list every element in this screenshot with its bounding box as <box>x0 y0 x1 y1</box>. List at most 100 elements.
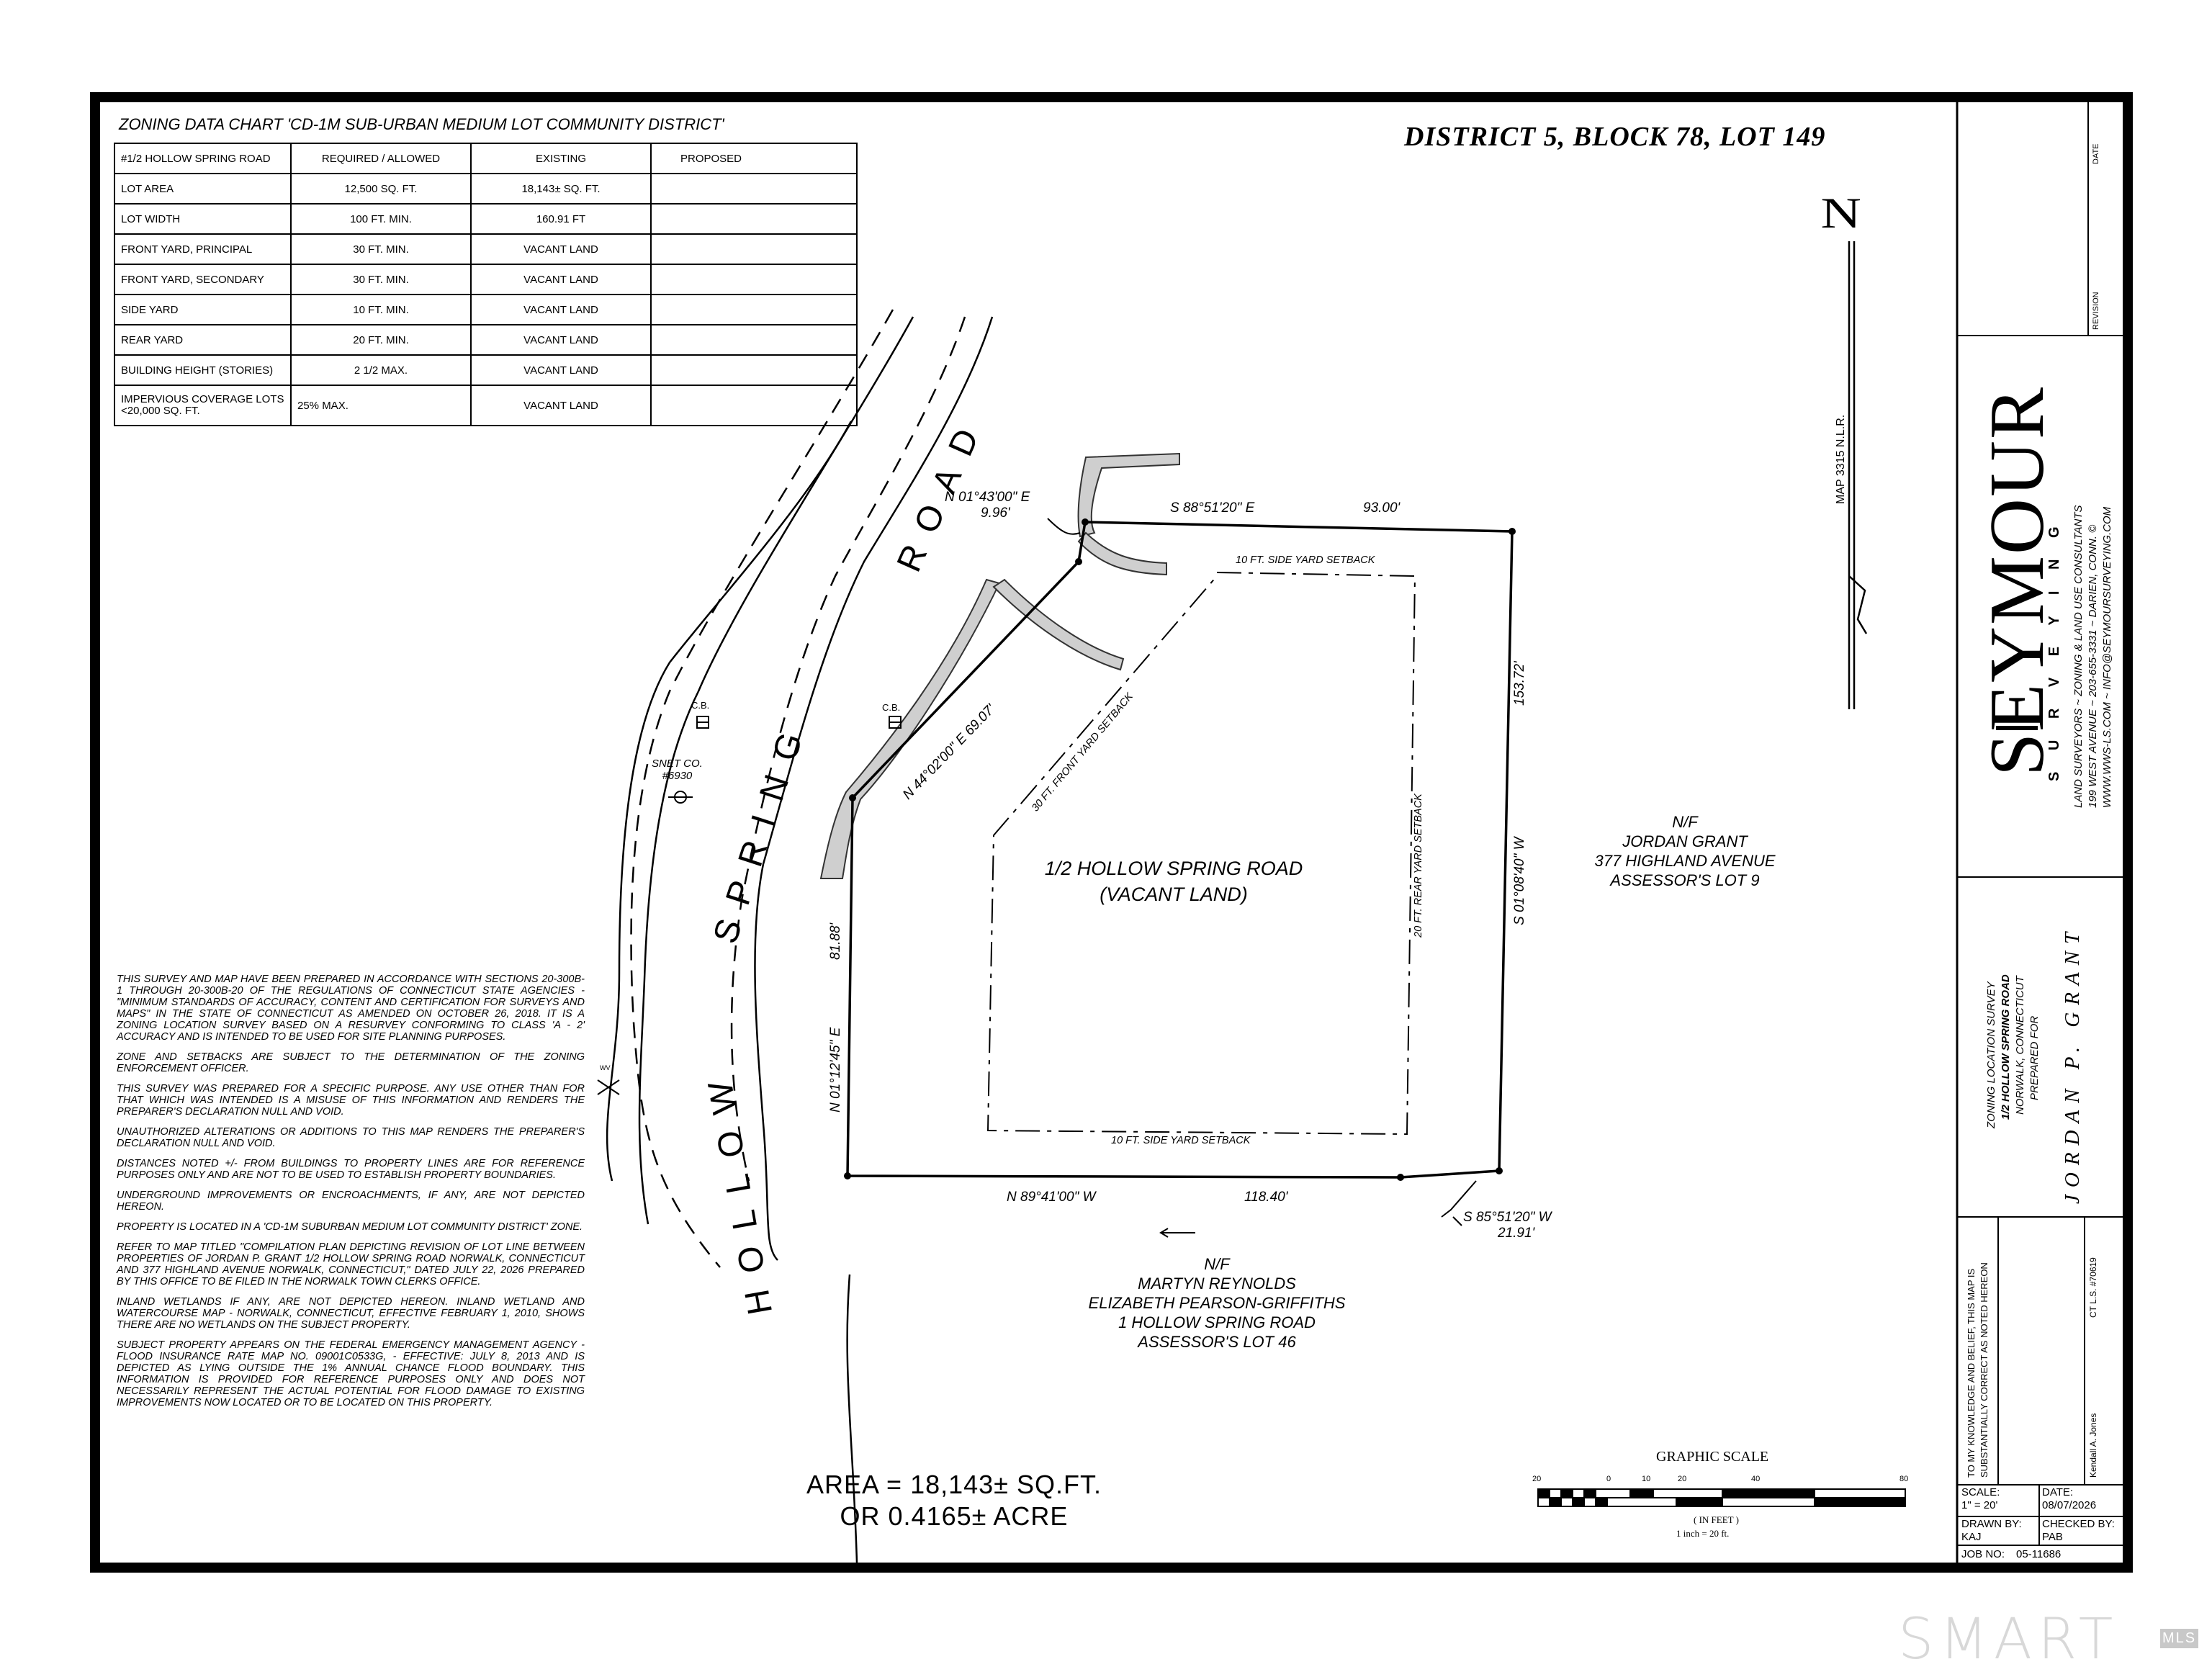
bearing-north-short-distance: 9.96' <box>981 505 1010 521</box>
drawn-by-label: DRAWN BY: <box>1961 1518 2022 1530</box>
title-block-grid <box>1957 101 2128 1546</box>
surveyor-name: Kendall A. Jones <box>2088 1413 2098 1478</box>
table-cell: VACANT LAND <box>470 354 652 386</box>
table-header-cell: REQUIRED / ALLOWED <box>290 143 472 174</box>
area-sqft: AREA = 18,143± SQ.FT. <box>806 1470 1102 1499</box>
bearing-arrows <box>1159 1228 1195 1238</box>
table-row: LOT WIDTH 100 FT. MIN. 160.91 FT <box>114 203 858 235</box>
certification-line-1: TO MY KNOWLEDGE AND BELIEF, THIS MAP IS <box>1966 1268 1977 1478</box>
bearing-bottom: N 89°41'00" W <box>1007 1190 1096 1205</box>
table-row: FRONT YARD, SECONDARY 30 FT. MIN. VACANT… <box>114 264 858 295</box>
job-number-value: 05-11686 <box>2016 1548 2062 1560</box>
certification-line-2: SUBSTANTIALLY CORRECT AS NOTED HEREON <box>1979 1262 1990 1478</box>
scale-tick: 20 <box>1678 1475 1687 1483</box>
neighbor-south-line: ASSESSOR'S LOT 46 <box>1138 1333 1296 1351</box>
boundary-corners <box>844 518 1516 1181</box>
neighbor-south-line: MARTYN REYNOLDS <box>1138 1275 1296 1293</box>
snet-pole-label: SNET CO. #6930 <box>652 758 703 782</box>
survey-address: 1/2 HOLLOW SPRING ROAD <box>2000 974 2012 1120</box>
table-cell <box>650 354 858 386</box>
zoning-chart-title: ZONING DATA CHART 'CD-1M SUB-URBAN MEDIU… <box>119 115 724 133</box>
neighbor-east-line: JORDAN GRANT <box>1622 832 1748 850</box>
table-row: FRONT YARD, PRINCIPAL 30 FT. MIN. VACANT… <box>114 233 858 265</box>
note-paragraph: UNAUTHORIZED ALTERATIONS OR ADDITIONS TO… <box>117 1126 585 1149</box>
table-cell: VACANT LAND <box>470 294 652 325</box>
survey-city: NORWALK, CONNECTICUT <box>2014 976 2026 1115</box>
note-paragraph: DISTANCES NOTED +/- FROM BUILDINGS TO PR… <box>117 1158 585 1181</box>
scale-tick: 20 <box>1532 1475 1542 1483</box>
neighbor-east-line: N/F <box>1672 813 1698 831</box>
table-cell <box>650 233 858 265</box>
bearing-top: S 88°51'20" E <box>1170 500 1255 516</box>
parcel-status: (VACANT LAND) <box>1100 884 1248 905</box>
table-cell: VACANT LAND <box>470 264 652 295</box>
checked-by-label: CHECKED BY: <box>2042 1518 2115 1530</box>
table-cell: IMPERVIOUS COVERAGE LOTS <20,000 SQ. FT. <box>114 385 292 426</box>
note-paragraph: REFER TO MAP TITLED "COMPILATION PLAN DE… <box>117 1241 585 1287</box>
survey-notes: THIS SURVEY AND MAP HAVE BEEN PREPARED I… <box>117 974 585 1417</box>
client-name: JORDAN P. GRANT <box>2061 925 2084 1204</box>
parcel-label: 1/2 HOLLOW SPRING ROAD (VACANT LAND) <box>1030 855 1318 907</box>
graphic-scale-title: GRAPHIC SCALE <box>1656 1449 1769 1465</box>
bearing-bottom-distance: 118.40' <box>1244 1190 1288 1205</box>
table-cell: 25% MAX. <box>290 385 472 426</box>
smart-watermark: SMART <box>1898 1607 2119 1672</box>
table-cell: FRONT YARD, SECONDARY <box>114 264 292 295</box>
zoning-data-table: #1/2 HOLLOW SPRING ROAD REQUIRED / ALLOW… <box>114 143 858 426</box>
mls-watermark: MLS <box>2160 1629 2199 1648</box>
note-paragraph: THIS SURVEY AND MAP HAVE BEEN PREPARED I… <box>117 974 585 1043</box>
note-paragraph: UNDERGROUND IMPROVEMENTS OR ENCROACHMENT… <box>117 1190 585 1213</box>
neighbor-south-line: 1 HOLLOW SPRING ROAD <box>1118 1313 1316 1331</box>
table-cell: LOT AREA <box>114 173 292 204</box>
table-cell: SIDE YARD <box>114 294 292 325</box>
scale-tick: 10 <box>1642 1475 1651 1483</box>
neighbor-south: N/F MARTYN REYNOLDS ELIZABETH PEARSON-GR… <box>1066 1254 1368 1352</box>
table-row: LOT AREA 12,500 SQ. FT. 18,143± SQ. FT. <box>114 173 858 204</box>
table-cell: 160.91 FT <box>470 203 652 235</box>
area-summary: AREA = 18,143± SQ.FT. OR 0.4165± ACRE <box>806 1469 1102 1532</box>
note-paragraph: THIS SURVEY WAS PREPARED FOR A SPECIFIC … <box>117 1083 585 1118</box>
bearing-left-distance: 81.88' <box>828 922 843 960</box>
table-cell: VACANT LAND <box>470 385 652 426</box>
table-row: REAR YARD 20 FT. MIN. VACANT LAND <box>114 324 858 356</box>
bearing-right: S 01°08'40" W <box>1512 837 1527 925</box>
table-cell <box>650 264 858 295</box>
utilities <box>597 716 902 1095</box>
date-label: DATE: <box>2042 1486 2074 1498</box>
road-edges <box>606 316 994 1563</box>
table-cell <box>650 294 858 325</box>
catch-basin-label-2: C.B. <box>882 702 901 713</box>
table-header-cell: EXISTING <box>470 143 652 174</box>
snet-pole-line: #6930 <box>662 770 693 782</box>
table-cell: 20 FT. MIN. <box>290 324 472 356</box>
table-cell <box>650 324 858 356</box>
job-number-label: JOB NO: <box>1961 1548 2005 1560</box>
table-cell: VACANT LAND <box>470 324 652 356</box>
company-address: 199 WEST AVENUE ~ 203-655-3331 ~ DARIEN,… <box>2087 524 2099 808</box>
stone-walls <box>819 452 1180 879</box>
setback-rear: 20 FT. REAR YARD SETBACK <box>1413 794 1424 938</box>
survey-type: ZONING LOCATION SURVEY <box>1985 981 1997 1128</box>
table-header-cell: #1/2 HOLLOW SPRING ROAD <box>114 143 292 174</box>
scale-ratio: 1 inch = 20 ft. <box>1676 1528 1730 1539</box>
bearing-bottom-right: S 85°51'20" W <box>1463 1210 1552 1225</box>
scale-value: 1" = 20' <box>1961 1499 1998 1511</box>
neighbor-south-line: N/F <box>1204 1255 1230 1273</box>
table-cell: REAR YARD <box>114 324 292 356</box>
water-valve-label: WV <box>600 1064 611 1071</box>
parcel-name: 1/2 HOLLOW SPRING ROAD <box>1044 858 1303 879</box>
table-cell: 100 FT. MIN. <box>290 203 472 235</box>
company-subtitle: S U R V E Y I N G <box>2046 518 2062 781</box>
table-cell <box>650 385 858 426</box>
setback-side-bottom: 10 FT. SIDE YARD SETBACK <box>1111 1135 1251 1146</box>
prepared-for: PREPARED FOR <box>2028 1015 2041 1100</box>
neighbor-east: N/F JORDAN GRANT 377 HIGHLAND AVENUE ASS… <box>1570 812 1800 890</box>
map-reference: MAP 3315 N.L.R. <box>1835 414 1847 504</box>
table-cell <box>650 173 858 204</box>
table-row: SIDE YARD 10 FT. MIN. VACANT LAND <box>114 294 858 325</box>
district-title: DISTRICT 5, BLOCK 78, LOT 149 <box>1404 122 1826 152</box>
table-cell: VACANT LAND <box>470 233 652 265</box>
table-cell: LOT WIDTH <box>114 203 292 235</box>
